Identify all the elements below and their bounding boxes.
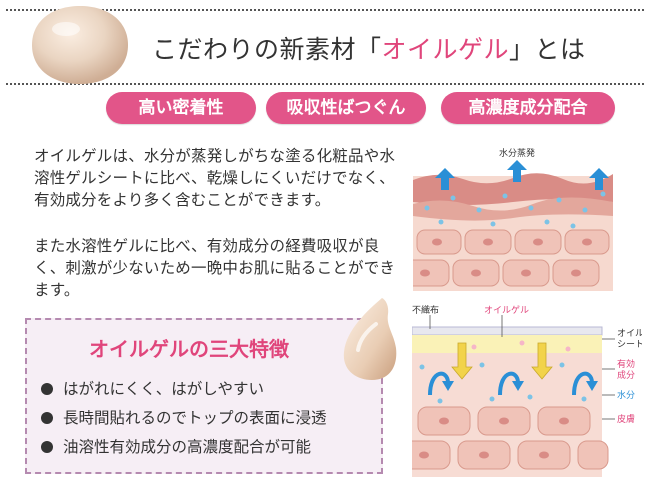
- feature-item: 長時間貼れるのでトップの表面に浸透: [41, 406, 327, 428]
- header-divider: [6, 83, 644, 85]
- active-ingredient-label-line-1: 有効: [617, 358, 635, 370]
- badge-adhesion: 高い密着性: [106, 92, 256, 124]
- bullet-icon: [41, 412, 53, 424]
- description-paragraph-2: また水溶性ゲルに比べ、有効成分の経費吸収が良く、刺激が少ないため一晩中お肌に貼る…: [34, 237, 396, 299]
- description-paragraph-1: オイルゲルは、水分が蒸発しがちな塗る化粧品や水溶性ゲルシートに比べ、乾燥しにくい…: [34, 147, 396, 209]
- title-accent: オイルゲル: [381, 35, 510, 64]
- oil-gel-label: オイルゲル: [484, 304, 529, 316]
- nonwoven-label: 不織布: [412, 304, 439, 316]
- badge-concentration: 高濃度成分配合: [441, 92, 615, 124]
- active-ingredient-label-line-2: 成分: [617, 369, 635, 381]
- evaporation-diagram: 水分蒸発: [413, 147, 613, 291]
- gel-drop-image: [343, 298, 397, 380]
- skin-label: 皮膚: [617, 413, 635, 425]
- water-evaporation-label: 水分蒸発: [499, 147, 535, 159]
- feature-text: 油溶性有効成分の高濃度配合が可能: [63, 438, 312, 456]
- features-box: オイルゲルの三大特徴 はがれにくく、はがしやすい 長時間貼れるのでトップの表面に…: [25, 318, 383, 474]
- bullet-icon: [41, 383, 53, 395]
- feature-text: はがれにくく、はがしやすい: [63, 380, 265, 398]
- oil-sheet-diagram: 不織布 オイルゲル オイル シート 有効 成分 水分 皮膚: [412, 304, 642, 477]
- title-prefix: こだわりの新素材「: [152, 35, 382, 64]
- feature-item: はがれにくく、はがしやすい: [41, 377, 264, 399]
- badge-absorption: 吸収性ばつぐん: [266, 92, 426, 124]
- page-title: こだわりの新素材「オイルゲル」とは: [152, 30, 586, 66]
- bullet-icon: [41, 441, 53, 453]
- oil-gel-blob-image: [32, 6, 128, 84]
- top-divider: [6, 9, 644, 11]
- features-title: オイルゲルの三大特徴: [89, 337, 289, 361]
- water-label: 水分: [617, 389, 635, 401]
- oil-sheet-label-line-2: シート: [617, 340, 642, 350]
- oil-sheet-label-line-1: オイル: [617, 328, 642, 339]
- title-suffix: 」とは: [509, 35, 586, 64]
- feature-item: 油溶性有効成分の高濃度配合が可能: [41, 435, 311, 457]
- feature-text: 長時間貼れるのでトップの表面に浸透: [63, 409, 327, 427]
